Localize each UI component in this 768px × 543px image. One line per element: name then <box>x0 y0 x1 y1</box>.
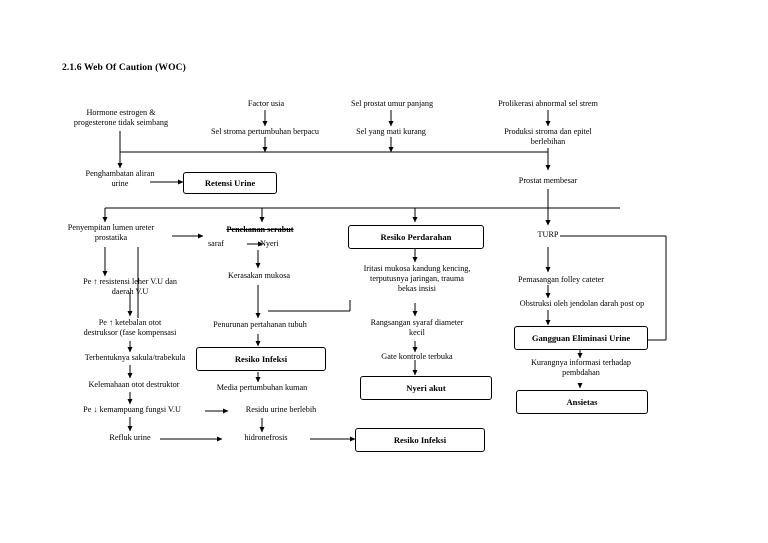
node-obstruksi-jendolan-darah: Obstruksi oleh jendolan darah post op <box>519 299 645 308</box>
node-resiko-infeksi-1: Resiko Infeksi <box>196 347 326 371</box>
node-resiko-infeksi-2: Resiko Infeksi <box>355 428 485 452</box>
node-prostat-membesar: Prostat membesar <box>518 176 578 185</box>
node-produksi-stroma-epitel: Produksi stroma dan epitel berlebihan <box>504 127 592 146</box>
node-pe-kemampuang-fungsi-vu: Pe ↓ kemampuang fungsi V.U <box>83 405 181 414</box>
node-rangsangan-syaraf: Rangsangan syaraf diameter kecil <box>370 318 464 337</box>
node-penekanan-serabut: Penekanan serabut <box>226 225 294 234</box>
node-gate-kontrole-terbuka: Gate kontrole terbuka <box>381 352 453 361</box>
node-kurangnya-informasi: Kurangnya informasi terhadap pembdahan <box>530 358 632 377</box>
node-refluk-urine: Refluk urine <box>109 433 151 442</box>
node-factor-usia: Factor usia <box>247 99 285 108</box>
node-pe-resistensi-leher-vu: Pe ↑ resistensi leher V.U dan daerah V.U <box>83 277 177 296</box>
node-penyempitan-lumen-ureter: Penyempitan lumen ureter prostatika <box>67 223 155 242</box>
node-iritasi-mukosa: Iritasi mukosa kandung kencing, terputus… <box>363 264 471 293</box>
node-nyeri: Nyeri <box>260 239 279 248</box>
node-hormone-estrogen: Hormone estrogen & progesterone tidak se… <box>73 108 169 127</box>
node-penurunan-pertahanan-tubuh: Penurunan pertahanan tubuh <box>213 320 307 329</box>
node-hidronefrosis: hidronefrosis <box>244 433 288 442</box>
node-retensi-urine: Retensi Urine <box>183 172 277 194</box>
node-media-pertumbuhan-kuman: Media pertumbuhan kuman <box>216 383 308 392</box>
node-kerasakan-mukosa: Kerasakan mukosa <box>227 271 291 280</box>
node-pemasangan-folley-cateter: Pemasangan folley cateter <box>518 275 604 284</box>
page-title: 2.1.6 Web Of Caution (WOC) <box>62 62 186 73</box>
node-prolikerasi-abnormal: Prolikerasi abnormal sel strem <box>498 99 598 108</box>
node-pe-ketebalan-otot: Pe ↑ ketebalan otot destruksor (fase kom… <box>83 318 177 337</box>
node-nyeri-akut: Nyeri akut <box>360 376 492 400</box>
node-ansietas: Ansietas <box>516 390 648 414</box>
node-terbentuknya-sakula: Terbentuknya sakula/trabekula <box>84 353 186 362</box>
node-gangguan-eliminasi-urine: Gangguan Eliminasi Urine <box>514 326 648 350</box>
node-sel-stroma-berpacu: Sel stroma pertumbuhan berpacu <box>211 127 319 136</box>
node-penghambatan-aliran-urine: Penghambatan aliran urine <box>85 169 155 188</box>
node-sel-mati-kurang: Sel yang mati kurang <box>356 127 426 136</box>
node-sel-prostat-umur-panjang: Sel prostat umur panjang <box>350 99 434 108</box>
node-kelemahaan-otot-destruktor: Kelemahaan otot destruktor <box>88 380 180 389</box>
node-residu-urine-berlebih: Residu urine berlebih <box>245 405 317 414</box>
node-turp: TURP <box>537 230 559 239</box>
node-saraf: saraf <box>208 239 224 248</box>
node-resiko-perdarahan: Resiko Perdarahan <box>348 225 484 249</box>
